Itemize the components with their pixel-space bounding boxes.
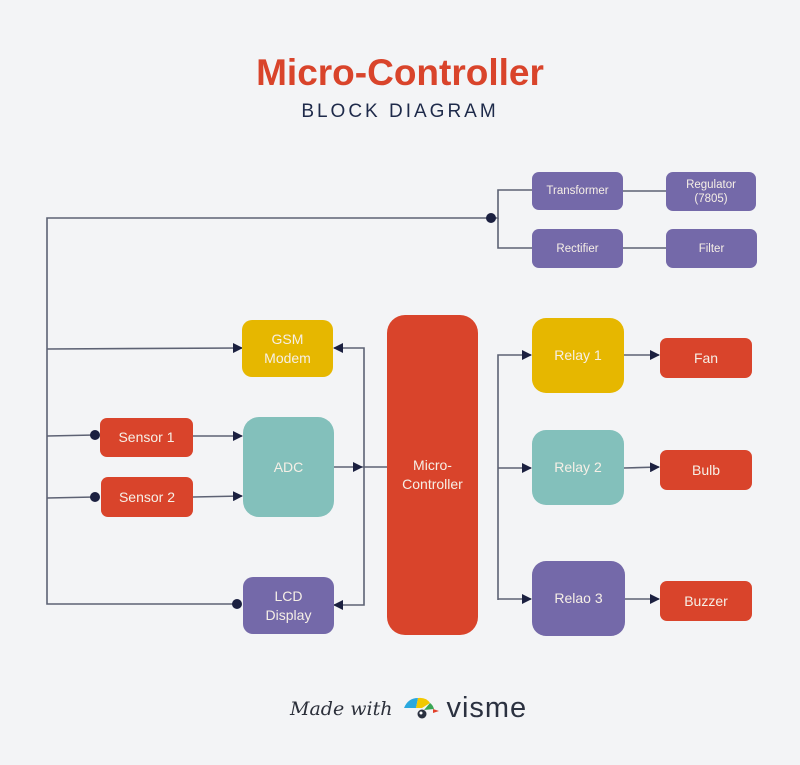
block-regulator-label: Regulator (7805)	[686, 178, 736, 205]
junction-dot-lcd	[232, 599, 242, 609]
made-with-visme-footer: Made with visme	[290, 692, 527, 725]
block-fan[interactable]: Fan	[660, 338, 752, 378]
wire-power-bus	[46, 217, 491, 605]
block-filter-label: Filter	[698, 242, 725, 255]
block-relay-1-label: Relay 1	[554, 347, 602, 363]
visme-brand-text: visme	[446, 692, 528, 724]
block-gsm-modem[interactable]: GSM Modem	[242, 320, 333, 377]
diagram-subtitle: BLOCK DIAGRAM	[301, 101, 499, 122]
wire-bus-to-sensor1	[46, 434, 96, 437]
block-relay-3[interactable]: Relao 3	[532, 561, 625, 636]
block-micro-controller-label: Micro- Controller	[402, 457, 463, 492]
block-sensor-1-label: Sensor 1	[118, 429, 175, 445]
block-transformer-label: Transformer	[546, 185, 609, 197]
diagram-title: Micro-Controller	[256, 52, 544, 93]
block-relay-3-label: Relao 3	[554, 590, 603, 606]
block-relay-2-label: Relay 2	[554, 459, 602, 475]
block-sensor-2-label: Sensor 2	[118, 488, 176, 505]
block-lcd-display-label: LCD Display	[265, 587, 312, 623]
block-bulb[interactable]: Bulb	[660, 450, 752, 490]
wire-bus-to-rectifier	[497, 218, 532, 249]
block-relay-1[interactable]: Relay 1	[532, 318, 624, 393]
junction-dot-sensor1	[90, 430, 100, 440]
block-fan-label: Fan	[693, 349, 719, 366]
block-adc-label: ADC	[273, 458, 304, 475]
block-sensor-2[interactable]: Sensor 2	[101, 477, 193, 517]
block-relay-2[interactable]: Relay 2	[532, 430, 624, 505]
block-lcd-display[interactable]: LCD Display	[243, 577, 334, 634]
block-bulb-label: Bulb	[691, 461, 721, 478]
wire-mcu-to-relay1	[497, 350, 532, 600]
block-transformer[interactable]: Transformer	[532, 172, 623, 210]
made-with-text: Made with	[290, 697, 393, 720]
block-adc[interactable]: ADC	[243, 417, 334, 517]
wire-mcu-to-gsm	[333, 343, 365, 467]
wire-mcu-to-lcd	[333, 467, 365, 610]
wire-bus-to-gsm	[46, 343, 243, 354]
block-buzzer[interactable]: Buzzer	[660, 581, 752, 621]
junction-dot-sensor2	[90, 492, 100, 502]
wire-bus-to-transformer	[491, 189, 532, 219]
block-buzzer-label: Buzzer	[684, 592, 728, 609]
block-rectifier[interactable]: Rectifier	[532, 229, 623, 268]
block-regulator[interactable]: Regulator (7805)	[666, 172, 756, 211]
block-gsm-modem-label: GSM Modem	[264, 330, 311, 366]
wire-bus-to-sensor2	[46, 496, 96, 499]
block-rectifier-label: Rectifier	[556, 242, 599, 255]
block-micro-controller[interactable]: Micro- Controller	[387, 315, 478, 635]
block-sensor-1[interactable]: Sensor 1	[100, 418, 193, 457]
block-filter[interactable]: Filter	[666, 229, 757, 268]
wire-sensor2-to-adc	[192, 491, 243, 502]
wire-relay2-to-bulb	[623, 462, 660, 473]
junction-dot-power	[486, 213, 496, 223]
visme-logo-icon	[404, 697, 440, 718]
